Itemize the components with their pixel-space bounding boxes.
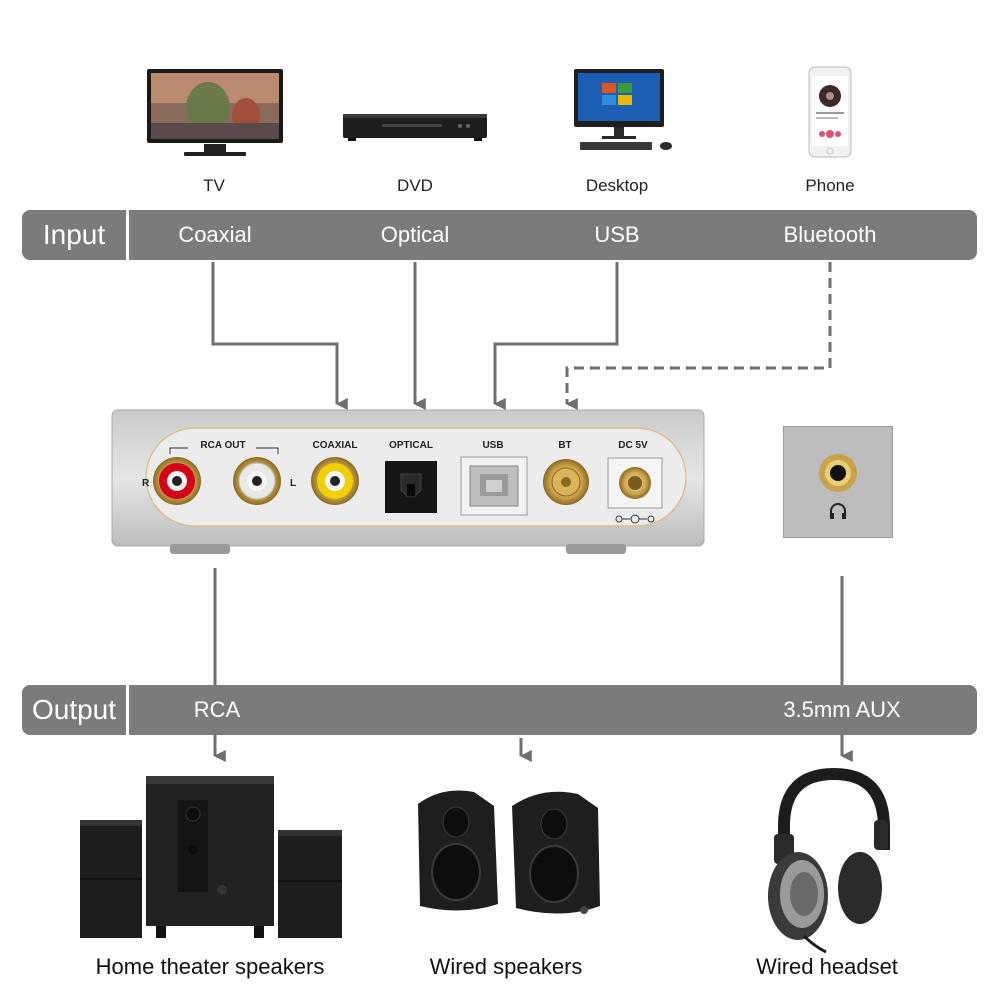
output-rca-label: RCA bbox=[193, 697, 241, 722]
source-label-phone: Phone bbox=[805, 176, 855, 195]
input-bar-divider bbox=[126, 210, 129, 260]
input-bar: Input Coaxial Optical USB Bluetooth bbox=[22, 210, 977, 260]
output-aux-label: 3.5mm AUX bbox=[783, 697, 901, 722]
input-usb-label: USB bbox=[594, 222, 640, 247]
source-label-tv: TV bbox=[203, 176, 225, 195]
headphone-jack-panel bbox=[783, 426, 893, 538]
coaxial-jack bbox=[311, 457, 359, 505]
rca-left-jack bbox=[233, 457, 281, 505]
dvd-player-icon bbox=[342, 110, 488, 146]
optical-port bbox=[385, 461, 437, 513]
smartphone-icon bbox=[808, 66, 852, 158]
output-label-wired-headset: Wired headset bbox=[756, 954, 898, 979]
output-bar: Output RCA 3.5mm AUX bbox=[22, 685, 977, 735]
output-bar-divider bbox=[126, 685, 129, 735]
input-coaxial-label: Coaxial bbox=[178, 222, 252, 247]
dac-device-back-panel: RCA OUT R L COAXIAL OPTICAL USB BT DC 5V bbox=[110, 408, 706, 558]
headphone-symbol-icon bbox=[830, 503, 846, 519]
output-label-home-theater: Home theater speakers bbox=[95, 954, 325, 979]
desktop-computer-icon bbox=[572, 68, 680, 154]
aux-jack bbox=[819, 454, 857, 492]
output-bar-title: Output bbox=[31, 694, 117, 725]
dc-port-label: DC 5V bbox=[618, 440, 648, 451]
home-theater-speakers-icon bbox=[80, 770, 342, 942]
bt-antenna-connector bbox=[543, 459, 589, 505]
wired-speakers-icon bbox=[412, 786, 602, 926]
rca-right-label: R bbox=[142, 478, 150, 489]
usb-arrow bbox=[493, 262, 619, 410]
headphones-icon bbox=[764, 766, 890, 954]
coaxial-arrow bbox=[211, 262, 348, 410]
input-bluetooth-label: Bluetooth bbox=[783, 222, 877, 247]
input-optical-label: Optical bbox=[380, 222, 450, 247]
output-label-wired-speakers: Wired speakers bbox=[429, 954, 583, 979]
usb-b-port bbox=[460, 456, 528, 516]
coaxial-port-label: COAXIAL bbox=[312, 440, 358, 451]
bluetooth-arrow bbox=[565, 262, 832, 410]
usb-port-label: USB bbox=[482, 440, 504, 451]
tv-icon bbox=[146, 68, 284, 158]
source-label-desktop: Desktop bbox=[585, 176, 649, 195]
source-label-dvd: DVD bbox=[397, 176, 433, 195]
rca-left-label: L bbox=[290, 478, 297, 489]
bt-port-label: BT bbox=[558, 440, 572, 451]
input-bar-title: Input bbox=[42, 219, 106, 250]
rca-out-label: RCA OUT bbox=[200, 440, 246, 451]
optical-port-label: OPTICAL bbox=[389, 440, 433, 451]
rca-right-jack bbox=[153, 457, 201, 505]
dc-power-jack bbox=[607, 457, 663, 524]
